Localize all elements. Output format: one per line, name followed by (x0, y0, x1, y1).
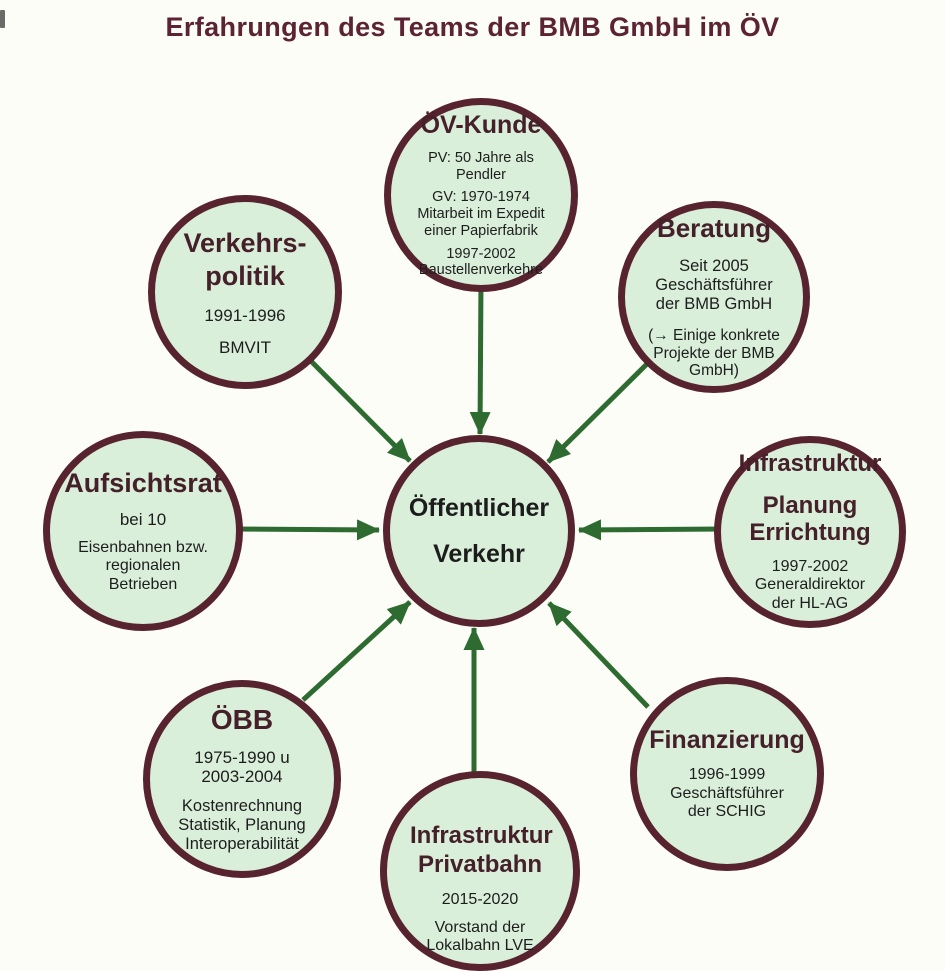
node-title: Finanzierung (649, 726, 805, 755)
scan-artifact (0, 10, 5, 28)
node-text: Kostenrechnung Statistik, Planung Intero… (178, 796, 306, 853)
node-text: 1997-2002 Generaldirektor der HL-AG (754, 557, 866, 612)
node-title: Infrastruktur Privatbahn (410, 822, 553, 878)
node-text: bei 10 (119, 510, 167, 530)
diagram-canvas: Erfahrungen des Teams der BMB GmbH im ÖV… (0, 10, 906, 971)
node-oebb: ÖBB 1975-1990 u 2003-2004 Kostenrechnung… (143, 680, 341, 878)
node-oev-kunde: ÖV-Kunde PV: 50 Jahre als Pendler GV: 19… (384, 98, 578, 292)
node-text: PV: 50 Jahre als Pendler (428, 150, 534, 183)
node-title: Aufsichtsrat (64, 468, 222, 499)
node-text: 2015-2020 (441, 890, 519, 908)
node-finanzierung: Finanzierung 1996-1999 Geschäftsführer d… (630, 677, 824, 871)
node-text: GV: 1970-1974 Mitarbeit im Expedit einer… (417, 189, 545, 239)
node-infrastruktur-privatbahn: Infrastruktur Privatbahn 2015-2020 Vorst… (380, 771, 580, 971)
arrow-aufsichtsrat-to-center (229, 519, 380, 541)
node-verkehrspolitik: Verkehrs-politik 1991-1996 BMVIT (148, 195, 342, 389)
node-text: Eisenbahnen bzw. regionalen Betrieben (78, 538, 208, 593)
arrow-verkehrspolitik-to-center (300, 350, 412, 463)
arrow-oev-kunde-to-center (469, 279, 491, 435)
node-title: ÖBB (210, 704, 274, 736)
node-text: 1996-1999 Geschäftsführer der SCHIG (670, 766, 784, 821)
node-text: BMVIT (219, 337, 271, 357)
node-title: Öffentlicher Verkehr (408, 493, 550, 568)
node-title: Verkehrs-politik (183, 227, 307, 292)
arrow-infrastruktur-planung-to-center (578, 519, 725, 541)
node-text: (→ Einige konkrete Projekte der BMB GmbH… (648, 326, 780, 380)
node-text: 1991-1996 (204, 306, 286, 326)
arrow-oebb-to-center (301, 600, 412, 702)
node-title: ÖV-Kunde (420, 111, 542, 140)
node-title: Infrastruktur (738, 449, 882, 477)
node-subtitle: Planung Errichtung (749, 491, 871, 547)
page-title: Erfahrungen des Teams der BMB GmbH im ÖV (165, 12, 780, 42)
node-text: 1997-2002 Baustellenverkehre (418, 245, 544, 279)
node-infrastruktur-planung-errichtung: Infrastruktur Planung Errichtung 1997-20… (714, 436, 906, 628)
arrow-finanzierung-to-center (547, 601, 650, 709)
node-beratung: Beratung Seit 2005 Geschäftsführer der B… (618, 201, 810, 393)
node-oeffentlicher-verkehr-center: Öffentlicher Verkehr (383, 435, 575, 627)
node-text: Vorstand der Lokalbahn LVE (426, 918, 534, 955)
node-aufsichtsrat: Aufsichtsrat bei 10 Eisenbahnen bzw. reg… (43, 431, 243, 631)
node-text: 1975-1990 u 2003-2004 (194, 747, 290, 787)
connector-arrows (229, 279, 725, 786)
arrow-beratung-to-center (546, 354, 657, 464)
node-title: Beratung (656, 212, 772, 243)
node-text: Seit 2005 Geschäftsführer der BMB GmbH (655, 256, 773, 313)
